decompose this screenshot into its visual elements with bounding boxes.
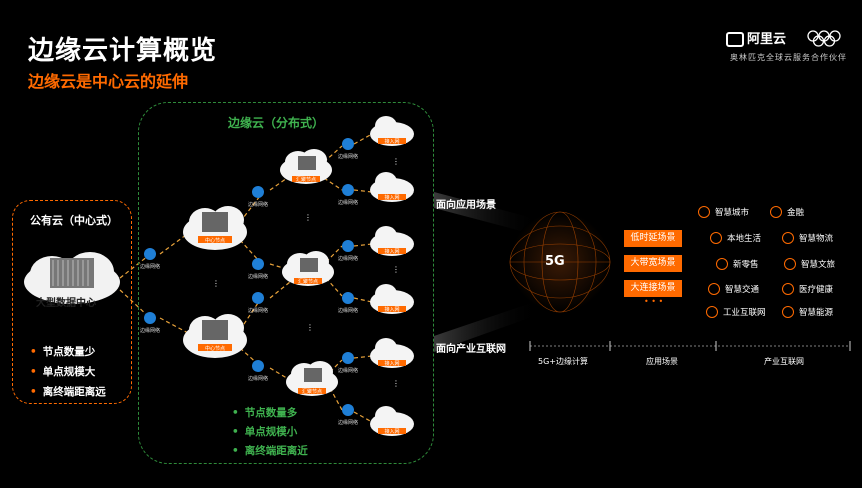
datacenter-label: 大型数据中心 — [36, 294, 96, 309]
app-scene-label: 面向应用场景 — [436, 196, 496, 211]
app-local-life: 本地生活 — [710, 232, 761, 244]
retail-icon — [716, 258, 728, 270]
app-smart-city: 智慧城市 — [698, 206, 749, 218]
scenario-low-latency: 低时延场景 — [624, 230, 682, 247]
medical-icon — [782, 283, 794, 295]
app-energy: 智慧能源 — [782, 306, 833, 318]
traffic-icon — [708, 283, 720, 295]
app-new-retail: 新零售 — [716, 258, 759, 270]
app-finance: 金融 — [770, 206, 804, 218]
axis-label-scenario: 应用场景 — [646, 356, 678, 367]
coffee-icon — [710, 232, 722, 244]
axis-label-edge: 5G+边缘计算 — [538, 356, 588, 367]
scenario-massive-connection: 大连接场景 — [624, 280, 682, 297]
travel-icon — [784, 258, 796, 270]
edge-bullet-2: •单点规模小 — [232, 424, 297, 439]
edge-cloud-title: 边缘云（分布式） — [228, 114, 324, 131]
finance-icon — [770, 206, 782, 218]
app-logistics: 智慧物流 — [782, 232, 833, 244]
scenario-high-bandwidth: 大带宽场景 — [624, 255, 682, 272]
public-cloud-title: 公有云（中心式） — [30, 212, 118, 228]
gear-icon — [706, 306, 718, 318]
axis-label-industry: 产业互联网 — [764, 356, 804, 367]
edge-bullet-1: •节点数量多 — [232, 405, 297, 420]
more-dots: • • • — [644, 297, 663, 306]
city-icon — [698, 206, 710, 218]
public-bullet-3: •离终端距离远 — [30, 384, 106, 399]
app-traffic: 智慧交通 — [708, 283, 759, 295]
app-medical: 医疗健康 — [782, 283, 833, 295]
public-bullet-1: •节点数量少 — [30, 344, 95, 359]
app-travel: 智慧文旅 — [784, 258, 835, 270]
energy-icon — [782, 306, 794, 318]
5g-label: 5G — [545, 254, 565, 269]
industry-label: 面向产业互联网 — [436, 340, 506, 355]
edge-bullet-3: •离终端距离近 — [232, 443, 308, 458]
app-industrial-internet: 工业互联网 — [706, 306, 766, 318]
truck-icon — [782, 232, 794, 244]
public-bullet-2: •单点规模大 — [30, 364, 95, 379]
